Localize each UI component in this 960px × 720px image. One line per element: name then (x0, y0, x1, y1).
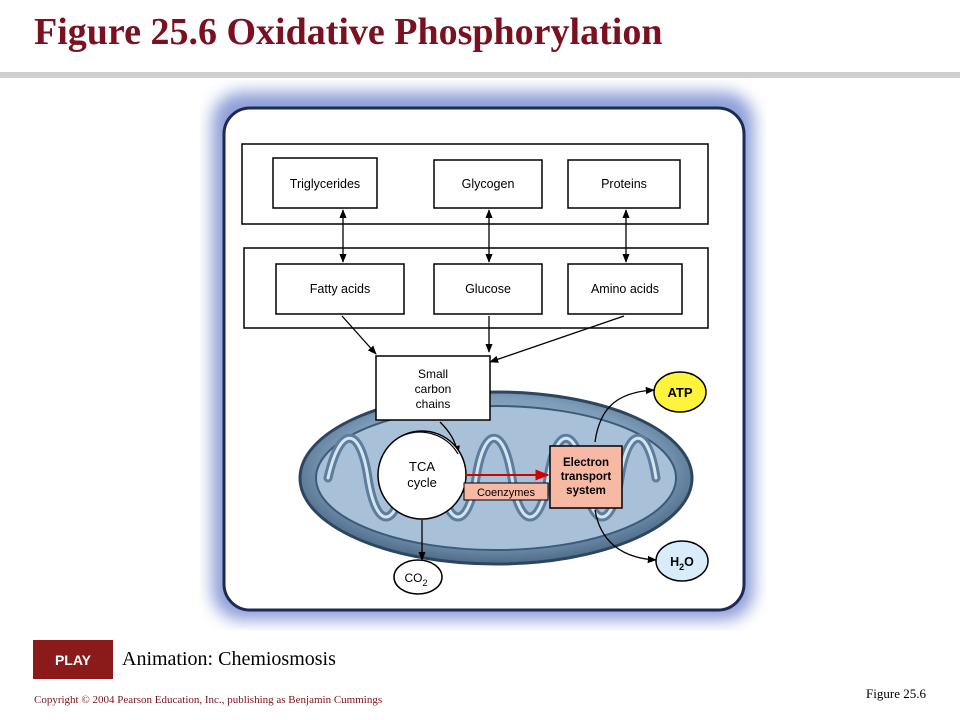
glycogen-label: Glycogen (462, 177, 515, 191)
oxidative-phosphorylation-diagram: Triglycerides Glycogen Proteins Fatty ac… (212, 92, 754, 620)
tca-line-2: cycle (407, 475, 437, 490)
fatty-acids-label: Fatty acids (310, 282, 370, 296)
title-divider (0, 72, 960, 78)
glycogen-box (433, 159, 543, 209)
glucose-label: Glucose (465, 282, 511, 296)
atp-ellipse (653, 371, 707, 413)
small-chains-line-3: chains (416, 397, 451, 411)
arrow-ets-to-water (594, 509, 657, 564)
water-label: H2O (670, 555, 694, 572)
co2-label: CO2 (404, 571, 427, 588)
coenzymes-box (463, 482, 549, 501)
glucose-box (433, 263, 543, 315)
figure-label: Figure 25.6 (866, 686, 926, 701)
co2-ellipse (393, 559, 443, 595)
ets-line-2: transport (561, 471, 612, 483)
proteins-label: Proteins (601, 177, 647, 191)
tca-line-1: TCA (409, 459, 435, 474)
amino-acids-label: Amino acids (591, 282, 659, 296)
triglycerides-box (272, 157, 378, 209)
arrow-amino-acids-to-chains (489, 315, 625, 363)
ets-line-1: Electron (563, 457, 609, 469)
amino-acids-box (567, 263, 683, 315)
tca-cycle-arc (399, 431, 459, 455)
animation-caption: Animation: Chemiosmosis (122, 648, 336, 670)
slide-title: Figure 25.6 Oxidative Phosphorylation (34, 11, 663, 53)
small-carbon-chains-box (375, 355, 491, 421)
ets-line-3: system (566, 485, 606, 497)
building-blocks-group (243, 247, 709, 329)
water-ellipse (655, 540, 709, 582)
atp-label: ATP (667, 385, 692, 400)
electron-transport-system-box (549, 445, 623, 509)
proteins-box (567, 159, 681, 209)
arrow-ets-to-atp (594, 386, 655, 443)
coenzymes-label: Coenzymes (477, 487, 536, 499)
mitochondrion-illustration (298, 390, 694, 566)
storage-group (241, 143, 709, 225)
play-button[interactable]: PLAY (33, 640, 113, 679)
small-chains-line-1: Small (418, 367, 448, 381)
copyright-notice: Copyright © 2004 Pearson Education, Inc.… (34, 694, 383, 706)
triglycerides-label: Triglycerides (290, 177, 360, 191)
fatty-acids-box (275, 263, 405, 315)
small-chains-line-2: carbon (415, 382, 452, 396)
arrow-fatty-acids-to-chains (341, 315, 377, 355)
